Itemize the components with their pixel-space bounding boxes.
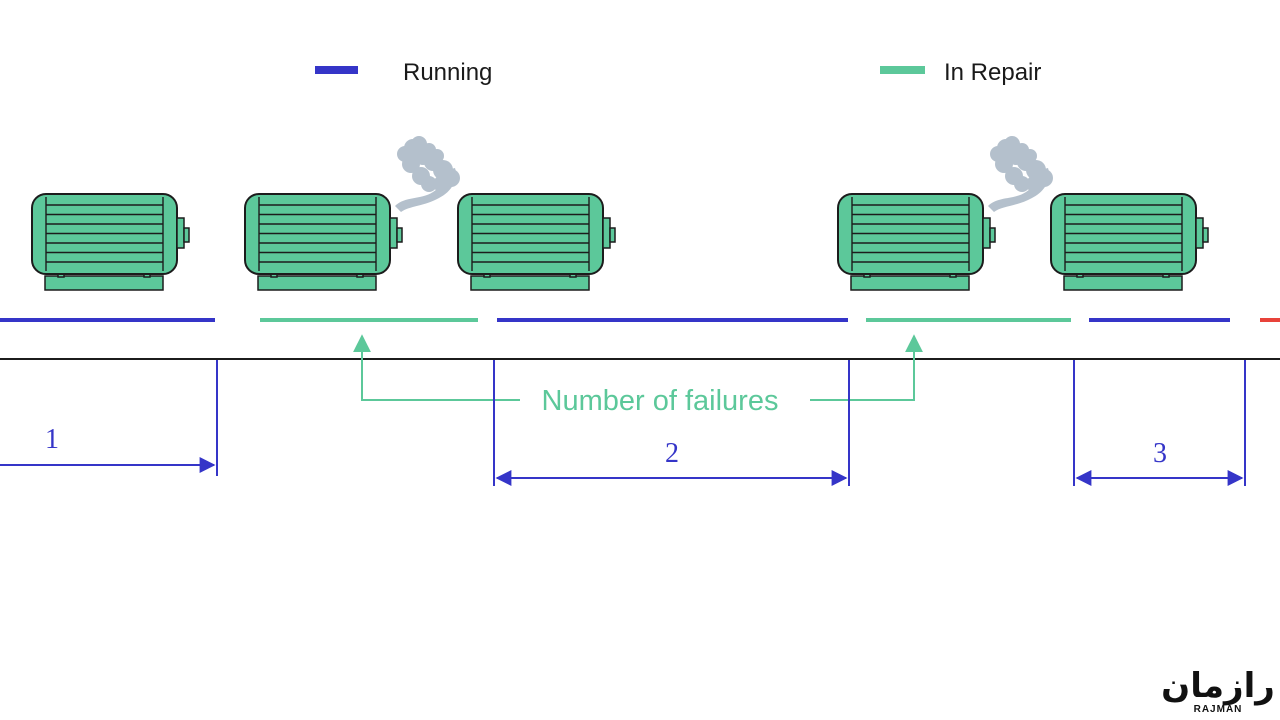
motor-base [257, 275, 377, 291]
motor-shaft [609, 227, 616, 243]
motor-shaft [396, 227, 403, 243]
legend-repair: In Repair [880, 59, 1041, 86]
interval-1: 1 [0, 360, 218, 476]
legend-running-swatch [315, 66, 358, 74]
failures-label: Number of failures [542, 385, 779, 417]
motor-shaft [989, 227, 996, 243]
motor-end-cap [176, 217, 185, 249]
motor-icon [1050, 193, 1209, 291]
watermark-logo-text: رازمان [1161, 666, 1275, 706]
failures-annotation: Number of failures [353, 334, 923, 417]
motor-end-cap [602, 217, 611, 249]
watermark-logo-subtext: RAJMAN [1194, 704, 1243, 715]
legend: Running In Repair [315, 59, 1041, 86]
interval-3-label: 3 [1153, 438, 1167, 469]
smoke-icon [395, 136, 460, 212]
motor-end-cap [389, 217, 398, 249]
motor-icon [244, 136, 460, 291]
motor-shaft [1202, 227, 1209, 243]
legend-running: Running [315, 59, 492, 86]
motor-icon [457, 193, 616, 291]
smoke-icon [988, 136, 1053, 212]
legend-repair-label: In Repair [944, 59, 1041, 86]
watermark-logo: رازمان RAJMAN [1161, 666, 1275, 715]
interval-2-label: 2 [665, 438, 679, 469]
motor-base [1063, 275, 1183, 291]
interval-1-label: 1 [45, 424, 59, 455]
motor-base [470, 275, 590, 291]
motor-end-cap [982, 217, 991, 249]
legend-repair-swatch [880, 66, 925, 74]
interval-2: 2 [493, 360, 850, 486]
motor-icon [837, 136, 1053, 291]
motor-shaft [183, 227, 190, 243]
motor-end-cap [1195, 217, 1204, 249]
motor-row [31, 136, 1209, 291]
motor-base [44, 275, 164, 291]
legend-running-label: Running [403, 59, 492, 86]
failure-pointer-left [353, 334, 520, 401]
failure-pointer-right [810, 334, 923, 401]
motor-icon [31, 193, 190, 291]
interval-3: 3 [1073, 360, 1246, 486]
motor-base [850, 275, 970, 291]
